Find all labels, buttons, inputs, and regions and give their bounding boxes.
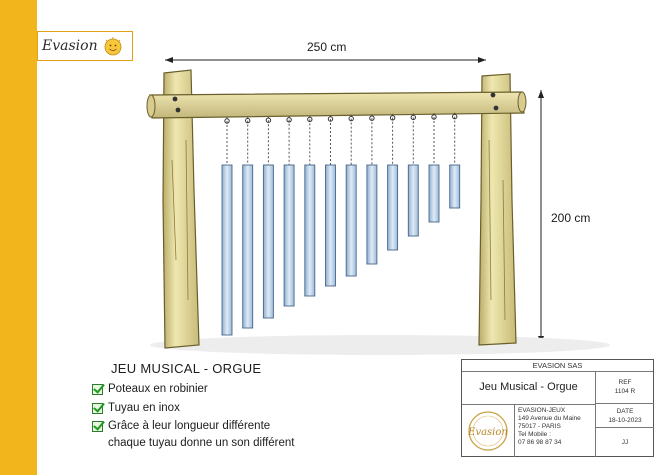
left-color-band	[0, 0, 37, 475]
chime-pipe	[449, 164, 461, 209]
chime-hook	[452, 113, 458, 120]
chime-hook	[265, 117, 272, 123]
address-line: 149 Avenue du Maine	[518, 415, 581, 422]
chime-pipe	[242, 164, 254, 329]
reference-label: REF	[618, 379, 632, 386]
product-title: JEU MUSICAL - ORGUE	[111, 361, 262, 376]
feature-item: Grâce à leur longueur différente	[92, 420, 270, 432]
address-line: EVASION-JEUX	[518, 407, 566, 414]
feature-item: Poteaux en robinier	[92, 383, 208, 395]
chime-pipe	[407, 164, 419, 237]
chime-pipe	[428, 164, 440, 223]
company-name: EVASION SAS	[462, 360, 653, 372]
height-label: 200 cm	[551, 211, 591, 225]
badge-brand-text: Evasion	[467, 427, 508, 438]
divider	[595, 404, 596, 457]
feature-text-continuation: chaque tuyau donne un son différent	[108, 437, 295, 449]
date-cell: DATE 18-10-2023	[596, 404, 654, 428]
date-label: DATE	[616, 408, 634, 415]
chime-pipe	[283, 164, 295, 307]
chime-hook	[348, 115, 354, 122]
chime-pipe	[262, 164, 274, 319]
feature-text: Grâce à leur longueur différente	[108, 420, 271, 432]
cross-beam	[149, 91, 525, 119]
checkbox-icon	[92, 383, 103, 395]
chime-hook	[286, 117, 292, 123]
right-post	[478, 73, 517, 346]
chime-hook	[431, 114, 437, 120]
chime-hook	[410, 114, 416, 121]
width-label: 250 cm	[307, 40, 347, 54]
address-line: 75017 - PARIS	[518, 423, 561, 430]
chime-pipe	[325, 164, 336, 287]
checkbox-icon	[92, 402, 103, 414]
chimes	[221, 112, 461, 336]
evasion-badge-icon: Evasion	[467, 410, 508, 451]
chime-pipe	[304, 164, 316, 297]
date-value: 18-10-2023	[608, 417, 642, 424]
brand-name: Evasion	[42, 38, 98, 54]
chime-pipe	[221, 164, 233, 336]
cartouche-product-name: Jeu Musical - Orgue	[462, 371, 596, 405]
chime-hook	[307, 116, 313, 123]
title-block: EVASION SAS Jeu Musical - Orgue REF 1104…	[461, 359, 654, 457]
author-initials: JJ	[621, 439, 629, 446]
chime-pipe	[366, 164, 378, 265]
chime-hook	[369, 115, 375, 121]
feature-item: Tuyau en inox	[92, 402, 180, 414]
checkbox-icon	[92, 420, 103, 432]
address-line: 07 86 98 87 34	[518, 439, 562, 446]
chime-hook	[389, 115, 396, 121]
chime-hook	[327, 116, 334, 122]
address-line: Tel Mobile :	[518, 431, 551, 438]
feature-text: Poteaux en robinier	[108, 383, 208, 395]
reference-cell: REF 1104 R	[596, 371, 654, 404]
left-post	[162, 69, 200, 349]
brand-logo: Evasion	[37, 31, 133, 61]
chime-hook	[224, 118, 230, 124]
sun-icon	[104, 37, 121, 56]
chime-pipe	[345, 164, 357, 277]
feature-text: Tuyau en inox	[108, 402, 180, 414]
chime-hook	[245, 117, 251, 124]
chime-pipe	[387, 164, 399, 251]
reference-value: 1104 R	[614, 388, 636, 395]
cartouche-logo: Evasion	[462, 404, 515, 457]
company-address: EVASION-JEUX 149 Avenue du Maine 75017 -…	[518, 407, 594, 447]
